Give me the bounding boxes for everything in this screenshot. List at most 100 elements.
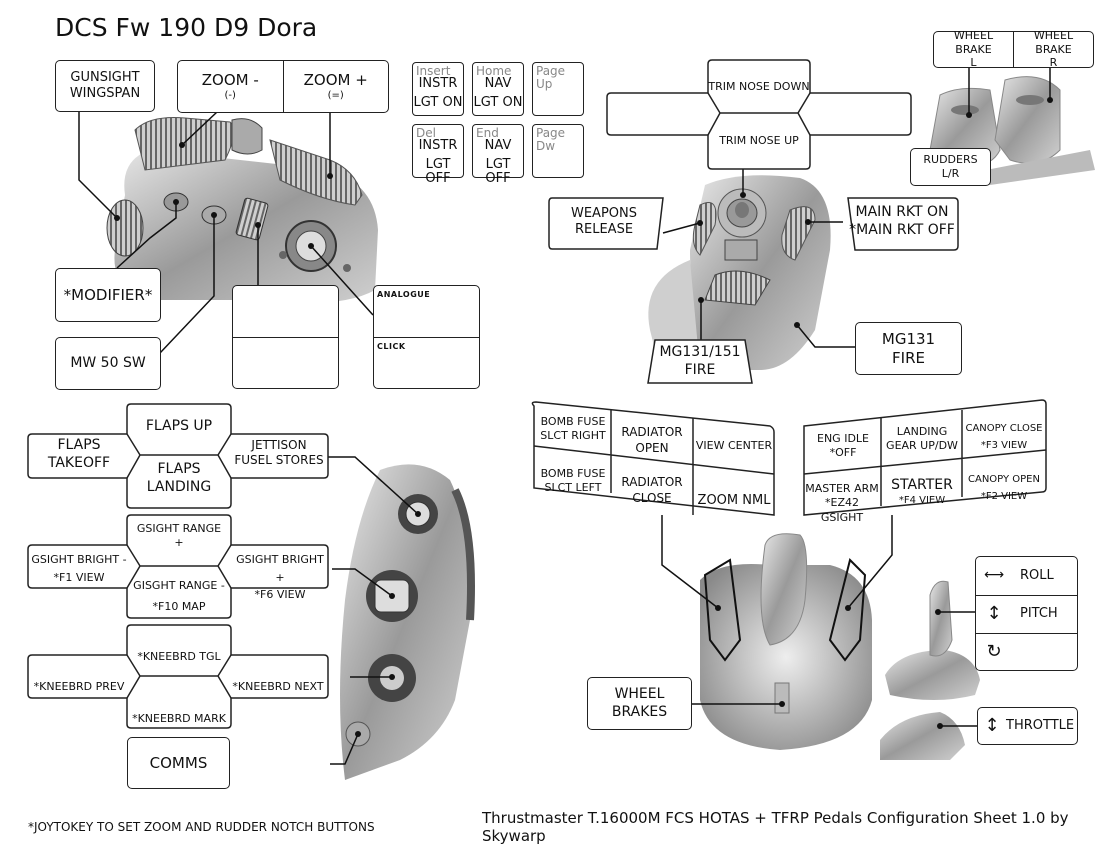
label-line: MG131/151 bbox=[659, 344, 741, 360]
axis-label: THROTTLE bbox=[1006, 717, 1075, 733]
key-page-up: Page Up bbox=[532, 62, 584, 116]
label-line: RADIATOR bbox=[621, 475, 683, 489]
label-line: R bbox=[1049, 56, 1058, 70]
label-line: LANDING bbox=[896, 425, 948, 438]
label-line: *F1 VIEW bbox=[53, 570, 105, 584]
gsight-bright-minus-label: GSIGHT BRIGHT - *F1 VIEW bbox=[30, 551, 128, 586]
wheel-brake-labels: WHEEL BRAKE L WHEEL BRAKE R bbox=[933, 28, 1094, 70]
wheel-brakes-label: WHEEL BRAKES bbox=[587, 677, 692, 730]
view-center-label: VIEW CENTER bbox=[695, 439, 773, 452]
label-line: FIRE bbox=[892, 348, 925, 367]
vertical-arrow-icon: ↕ bbox=[984, 714, 1000, 736]
key-action-line: NAV bbox=[484, 76, 512, 91]
label-line: WEAPONS bbox=[570, 206, 637, 221]
label-line: ZOOM - bbox=[201, 70, 259, 89]
main-rkt-label: MAIN RKT ON *MAIN RKT OFF bbox=[846, 204, 958, 239]
rotate-arrows-icon: ↻ bbox=[986, 640, 1002, 662]
gsight-range-minus-label: GISGHT RANGE - *F10 MAP bbox=[131, 576, 227, 618]
axis-throttle: ↕ THROTTLE bbox=[977, 707, 1078, 745]
label-line: MASTER ARM bbox=[805, 482, 879, 495]
label-line: ZOOM + bbox=[303, 70, 368, 89]
label-line: BOMB FUSE bbox=[540, 415, 606, 428]
key-action-line: INSTR bbox=[418, 76, 458, 91]
zoom-buttons-label: ZOOM - (-) ZOOM + (=) bbox=[177, 60, 389, 113]
key-end: End NAV LGT OFF bbox=[472, 124, 524, 186]
label-line: RUDDERS bbox=[923, 153, 978, 167]
axis-label: PITCH bbox=[1020, 606, 1058, 622]
key-name: Page Dw bbox=[536, 126, 566, 154]
label-line: GSIGHT BRIGHT - bbox=[31, 553, 127, 566]
label-line: MAIN RKT ON bbox=[855, 204, 949, 220]
zoom-plus-label: ZOOM + (=) bbox=[284, 61, 389, 112]
kneebrd-mark-label: *KNEEBRD MARK bbox=[132, 712, 226, 725]
wheel-brake-right-label: WHEEL BRAKE R bbox=[1014, 28, 1093, 70]
flaps-up-label: FLAPS UP bbox=[145, 418, 213, 434]
kneebrd-tgl-label: *KNEEBRD TGL bbox=[137, 650, 221, 663]
label-line: WHEEL BRAKE bbox=[1033, 28, 1074, 56]
label-line: SLCT RIGHT bbox=[540, 429, 606, 443]
label-line: *F4 VIEW bbox=[898, 495, 946, 507]
click-label: CLICK bbox=[377, 342, 406, 351]
jettison-label: JETTISON FUSEL STORES bbox=[231, 438, 327, 468]
gunsight-wingspan-label: GUNSIGHT WINGSPAN bbox=[55, 60, 155, 112]
key-action-line: LGT ON bbox=[473, 95, 523, 110]
label-line: BRAKES bbox=[611, 703, 668, 720]
label-line: SLCT LEFT bbox=[544, 481, 602, 495]
radiator-open-label: RADIATOR OPEN bbox=[612, 425, 692, 456]
label-line: WHEEL BRAKE bbox=[953, 28, 994, 56]
label-line: BOMB FUSE bbox=[540, 467, 606, 480]
axis-pitch: ↕ PITCH bbox=[976, 596, 1077, 635]
key-action-line: LGT ON bbox=[413, 95, 463, 110]
label-line: *OFF bbox=[829, 446, 857, 460]
key-page-down: Page Dw bbox=[532, 124, 584, 178]
kneebrd-prev-label: *KNEEBRD PREV bbox=[33, 680, 125, 693]
trim-nose-down-label: TRIM NOSE DOWN bbox=[708, 80, 810, 93]
key-name: Home bbox=[476, 64, 512, 78]
hat-box-empty bbox=[232, 285, 339, 389]
label-line: GUNSIGHT bbox=[70, 69, 140, 85]
label-line: FLAPS bbox=[57, 437, 101, 453]
joystick-base-illustration bbox=[700, 533, 872, 750]
label-line: *EZ42 GSIGHT bbox=[820, 496, 864, 524]
label-line: L bbox=[970, 56, 977, 70]
label-line: WHEEL bbox=[614, 686, 665, 702]
axis-twist: ↻ bbox=[976, 634, 1077, 670]
analogue-box: ANALOGUE CLICK bbox=[373, 285, 480, 389]
label-line: CLOSE bbox=[632, 490, 672, 505]
footnote: *JOYTOKEY TO SET ZOOM AND RUDDER NOTCH B… bbox=[28, 820, 375, 834]
axis-label: ROLL bbox=[1020, 567, 1054, 583]
label-line: CANOPY OPEN bbox=[968, 474, 1040, 485]
label-line: JETTISON bbox=[251, 438, 307, 452]
trim-nose-up-label: TRIM NOSE UP bbox=[719, 134, 799, 147]
canopy-open-label: CANOPY OPEN *F2 VIEW bbox=[962, 471, 1046, 505]
master-arm-label: MASTER ARM *EZ42 GSIGHT bbox=[803, 482, 881, 525]
label-line: GISGHT RANGE - bbox=[133, 579, 225, 592]
label-line: *F6 VIEW bbox=[254, 588, 306, 602]
bomb-fuse-right-label: BOMB FUSE SLCT RIGHT bbox=[536, 415, 610, 444]
horizontal-arrow-icon: ⟷ bbox=[983, 567, 1005, 584]
key-name: Del bbox=[416, 126, 436, 140]
bomb-fuse-left-label: BOMB FUSE SLCT LEFT bbox=[536, 467, 610, 496]
key-name: End bbox=[476, 126, 499, 140]
label-line: RADIATOR bbox=[621, 425, 683, 439]
key-hint: (-) bbox=[224, 89, 236, 101]
trigger-label: MG131/151 FIRE bbox=[650, 344, 750, 379]
throttle-side-illustration bbox=[340, 464, 475, 780]
comms-label: COMMS bbox=[127, 737, 230, 789]
key-action-line: INSTR bbox=[418, 138, 458, 153]
flaps-landing-label: FLAPS LANDING bbox=[131, 461, 227, 496]
label-line: *F10 MAP bbox=[152, 599, 206, 613]
analogue-label: ANALOGUE bbox=[377, 290, 431, 299]
stick-head-illustration bbox=[648, 175, 831, 370]
mw50-label: MW 50 SW bbox=[55, 337, 161, 390]
zoom-minus-label: ZOOM - (-) bbox=[178, 61, 284, 112]
zoom-nml-label: ZOOM NML bbox=[697, 493, 771, 508]
key-action-line: NAV bbox=[484, 138, 512, 153]
modifier-label: *MODIFIER* bbox=[55, 268, 161, 322]
label-line: LANDING bbox=[146, 478, 212, 495]
key-action-line: LGT OFF bbox=[425, 157, 451, 187]
gsight-range-plus-label: GSIGHT RANGE + bbox=[136, 522, 222, 549]
wheel-brake-left-label: WHEEL BRAKE L bbox=[934, 28, 1014, 70]
kneebrd-next-label: *KNEEBRD NEXT bbox=[232, 680, 324, 693]
label-line: *F3 VIEW bbox=[980, 440, 1028, 451]
